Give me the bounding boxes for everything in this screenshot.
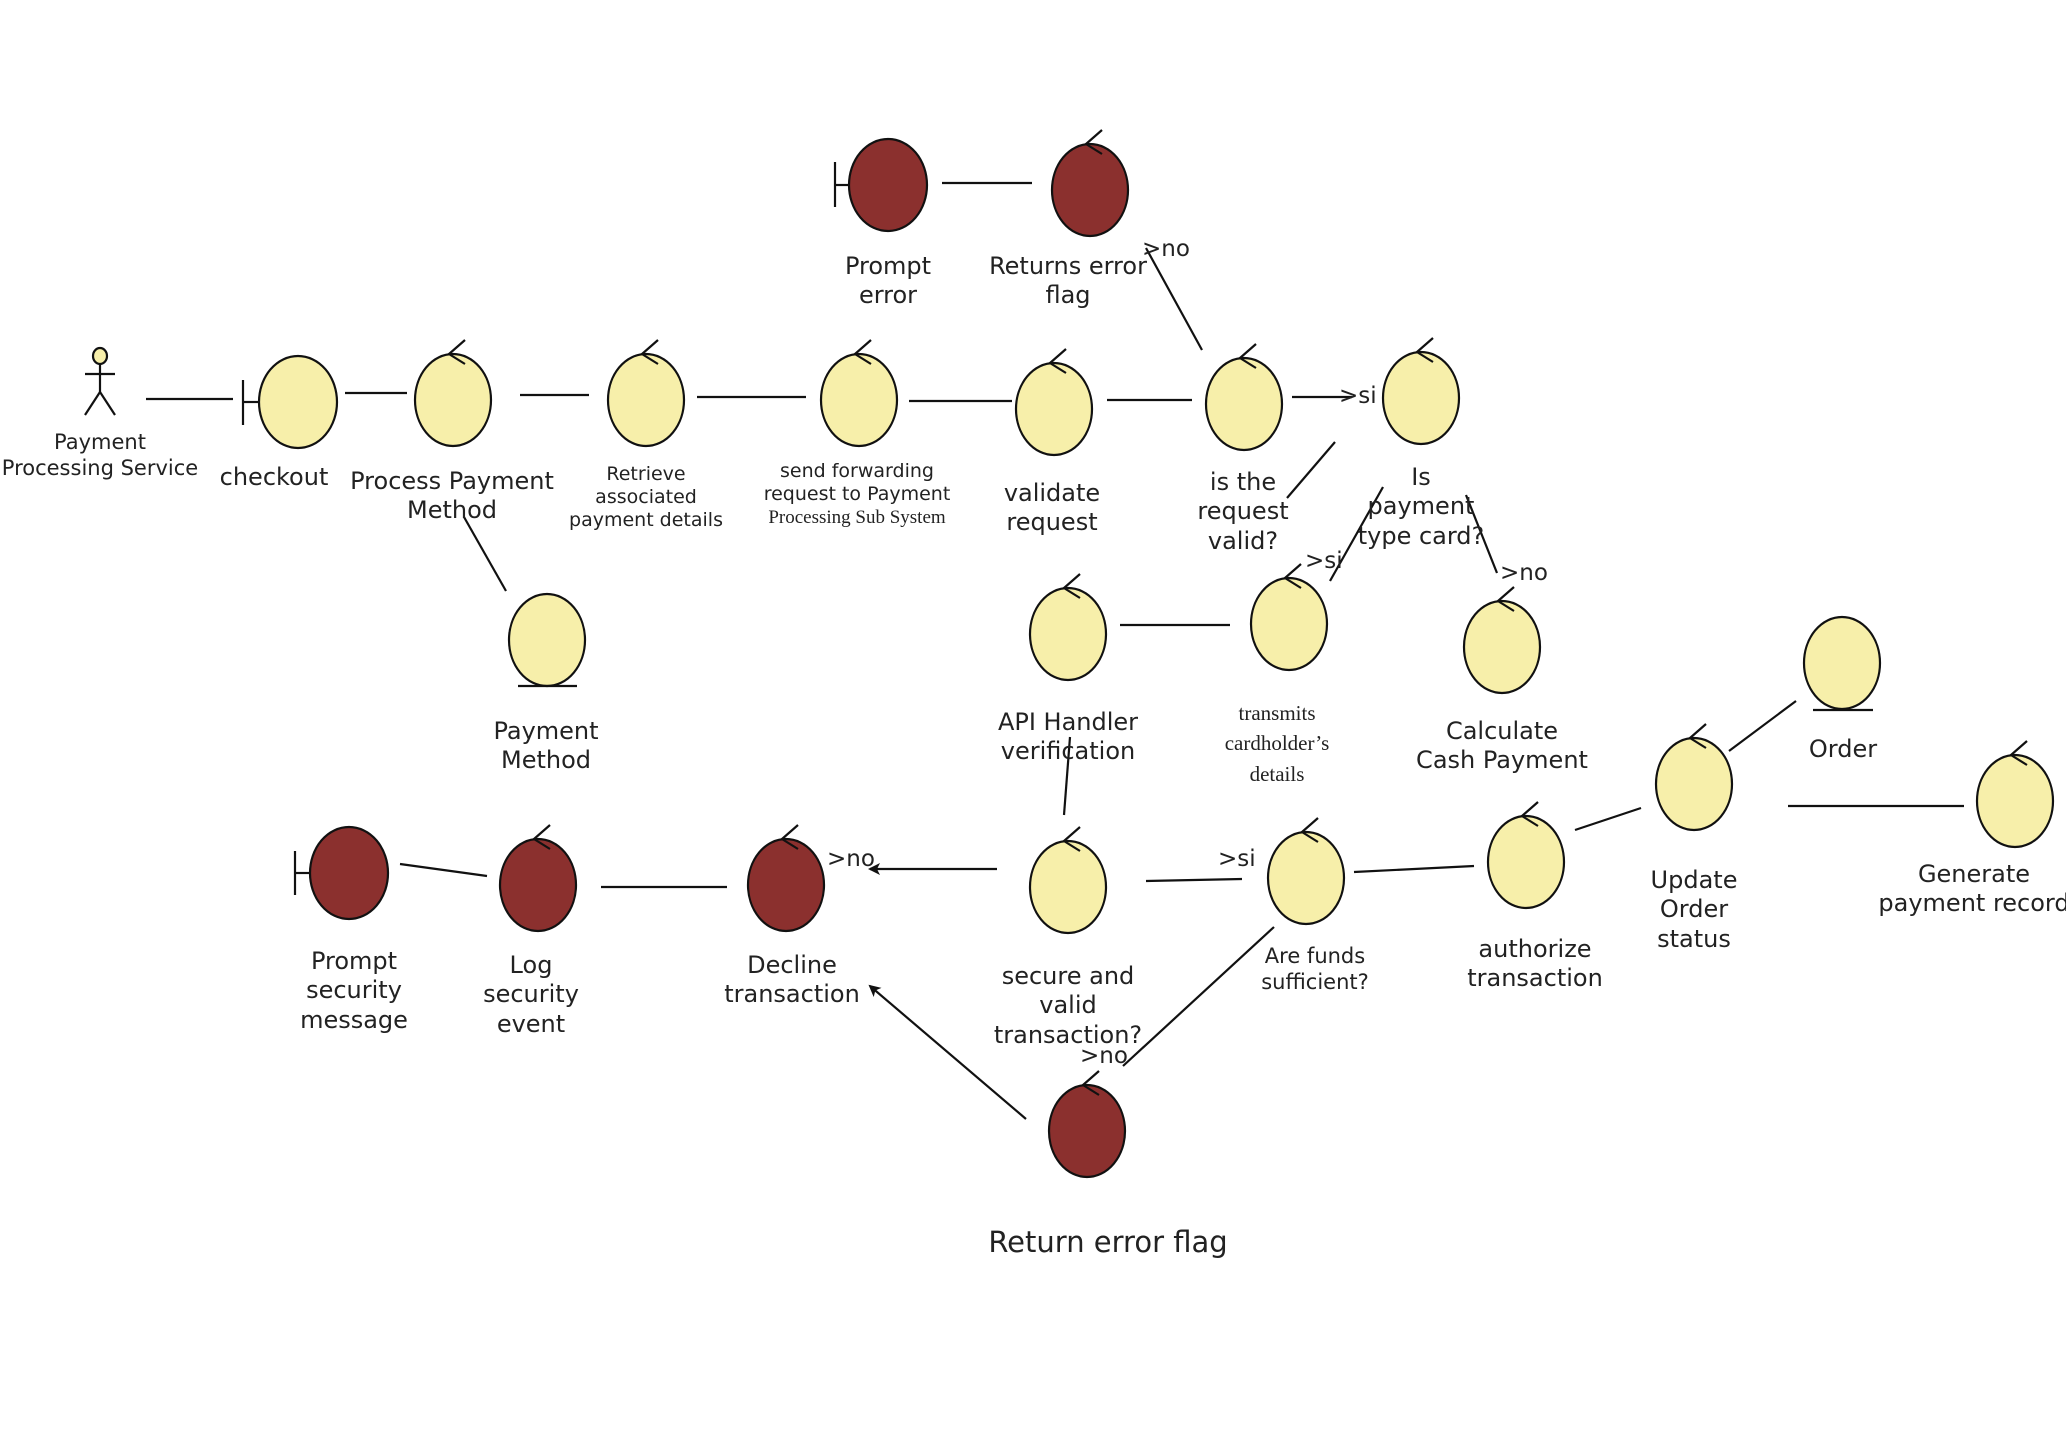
control-update-order-icon	[1654, 723, 1734, 832]
guard-no-return-error: >no	[1080, 1043, 1128, 1069]
return-error-label: Return error flag	[988, 1225, 1228, 1259]
entity-order-icon	[1802, 615, 1882, 712]
edge-process-paymentmethod	[463, 516, 507, 592]
edge-promptsecurity-log	[399, 862, 488, 878]
order-label: Order	[1808, 735, 1878, 763]
control-secure-valid-icon	[1028, 826, 1108, 935]
guard-no-decline: >no	[827, 846, 875, 872]
boundary-prompt-error-icon	[833, 137, 929, 233]
control-is-valid-icon	[1204, 343, 1284, 452]
edge-funds-authorize	[1353, 864, 1475, 874]
control-is-card-icon	[1381, 337, 1461, 446]
connectors	[146, 181, 1964, 1120]
control-decline-icon	[746, 824, 826, 933]
control-retrieve-icon	[606, 339, 686, 448]
control-log-security-icon	[498, 824, 578, 933]
control-returns-error-icon	[1050, 129, 1130, 238]
control-process-payment-icon	[413, 339, 493, 448]
actor-icon	[84, 346, 116, 416]
guard-si-is-card: >si	[1339, 383, 1377, 409]
control-validate-icon	[1014, 348, 1094, 457]
edge-secure-funds	[1145, 877, 1243, 883]
guard-si-funds: >si	[1218, 846, 1256, 872]
arrow-returnerror-decline	[868, 984, 1027, 1120]
edge-isvalid-returnserror	[1145, 247, 1203, 351]
edge-funds-returnerror	[1122, 926, 1275, 1067]
edge-iscard-transmits	[1329, 486, 1384, 582]
control-api-handler-icon	[1028, 573, 1108, 682]
edge-iscard-cash	[1464, 494, 1499, 574]
checkout-label: checkout	[219, 463, 329, 491]
edge-isvalid-transmits	[1286, 441, 1336, 499]
guard-no-returns-error: >no	[1142, 236, 1190, 262]
control-return-error-icon	[1047, 1070, 1127, 1179]
edge-authorize-update	[1574, 806, 1642, 832]
control-transmits-icon	[1249, 563, 1329, 672]
guard-no-cash: >no	[1500, 560, 1548, 586]
control-cash-payment-icon	[1462, 586, 1542, 695]
control-funds-icon	[1266, 817, 1346, 926]
boundary-prompt-security-icon	[293, 825, 390, 921]
control-authorize-icon	[1486, 801, 1566, 910]
control-generate-record-icon	[1975, 740, 2055, 849]
control-send-forwarding-icon	[819, 339, 899, 448]
edge-api-secure	[1062, 736, 1072, 816]
guard-si-transmits: >si	[1305, 548, 1343, 574]
boundary-checkout-icon	[241, 354, 339, 450]
control-objects	[413, 129, 2055, 1179]
entity-payment-method-icon	[507, 592, 587, 688]
edge-update-order	[1728, 700, 1797, 752]
